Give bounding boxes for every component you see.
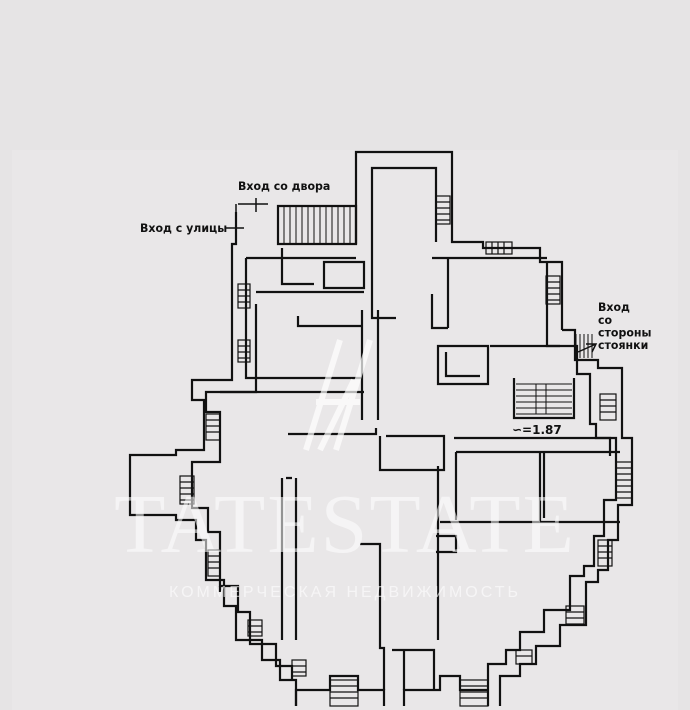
window-hatch-west-6 xyxy=(247,619,263,637)
entrance-yard-arrow xyxy=(235,198,268,214)
main-hall xyxy=(218,390,446,592)
watermark-logo-mark xyxy=(303,339,373,452)
window-hatch-south-2 xyxy=(459,679,489,707)
wall-inner-west xyxy=(190,258,294,680)
window-hatch-west-4 xyxy=(179,475,195,505)
window-hatch-west-1 xyxy=(237,283,251,309)
entrance-parking-line-1: Вход xyxy=(598,300,630,315)
south-divider xyxy=(392,648,436,690)
window-hatch-west-5 xyxy=(207,549,221,577)
stair-treads-north-west xyxy=(283,206,351,244)
window-hatch-east-2 xyxy=(615,461,633,499)
hall-center-block xyxy=(360,542,386,690)
wall-outline-east xyxy=(498,328,634,706)
entrance-street-label: Вход с улицы xyxy=(140,221,228,236)
hall-corridor xyxy=(436,466,458,640)
hall-partition-long xyxy=(280,476,298,640)
window-hatch-east-4 xyxy=(565,605,585,625)
entrance-parking-line-3: стороны xyxy=(598,325,652,340)
window-hatch-north xyxy=(435,195,451,225)
entrance-yard-label: Вход со двора xyxy=(238,179,331,194)
window-hatch-south-3 xyxy=(291,659,307,677)
east-rooms xyxy=(440,436,620,524)
wall-inner-east xyxy=(486,262,618,706)
window-hatch-east-3 xyxy=(597,539,613,567)
window-hatch-ne-1 xyxy=(485,241,513,255)
window-hatch-east-1 xyxy=(599,393,617,421)
room-north-east xyxy=(446,256,560,348)
corridor-central xyxy=(370,256,448,330)
stair-north-west xyxy=(276,204,358,246)
window-hatch-west-3 xyxy=(205,413,221,441)
wc-block xyxy=(280,248,366,290)
window-hatch-south-4 xyxy=(515,649,533,665)
entrance-parking-label: Вход со стороны стоянки xyxy=(598,300,658,353)
wall-inner-north-tower xyxy=(370,166,438,258)
watermark-brand: TATESTATE xyxy=(114,478,576,571)
level-mark: ∽=1.87 xyxy=(512,422,562,438)
wall-outline-south xyxy=(294,674,386,706)
entrance-parking-arrow xyxy=(577,343,598,353)
stair-east-frame xyxy=(512,378,576,420)
entrance-parking-line-2: со xyxy=(598,313,613,327)
window-hatch-south-1 xyxy=(329,679,359,707)
entrance-street-arrow xyxy=(226,220,244,236)
window-hatch-ne-2 xyxy=(545,275,561,305)
wall-outline-west xyxy=(128,212,298,706)
wall-outline-north-tower xyxy=(354,150,564,330)
entrance-parking-line-4: стоянки xyxy=(598,338,649,353)
stair-treads-parking xyxy=(575,334,593,358)
lift-block xyxy=(436,344,490,386)
room-north-west xyxy=(246,256,364,380)
stair-treads-east xyxy=(516,383,572,415)
window-hatch-west-2 xyxy=(237,339,251,363)
watermark-tagline: КОММЕРЧЕСКАЯ НЕДВИЖИМОСТЬ xyxy=(168,584,522,601)
